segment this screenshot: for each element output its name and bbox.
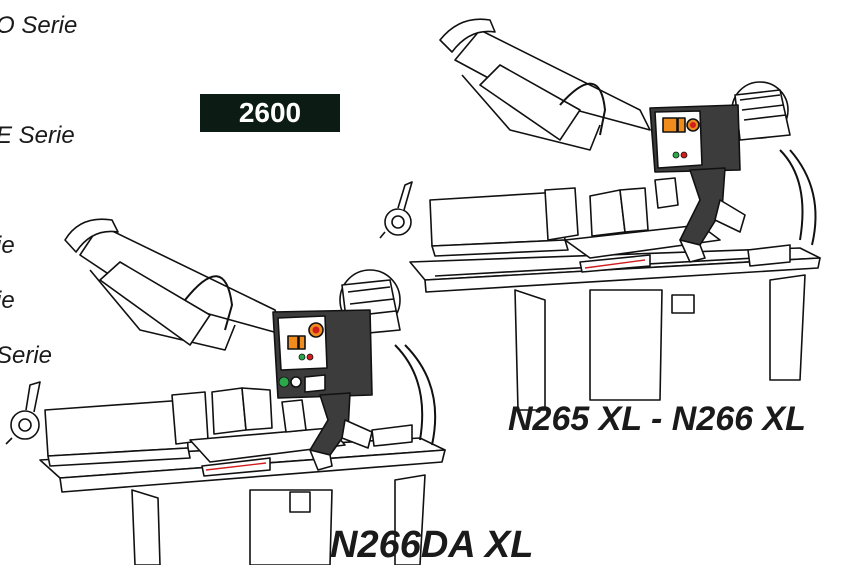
model-label-n266da: N266DA XL	[330, 524, 534, 566]
series-item-e: E Serie	[0, 122, 75, 149]
series-item-4: ie	[0, 287, 15, 314]
series-item-3: ie	[0, 232, 15, 259]
model-label-n265-n266: N265 XL - N266 XL	[508, 400, 806, 438]
model-2600-badge: 2600	[200, 94, 340, 132]
series-item-o: O Serie	[0, 12, 78, 39]
bandsaw-machine-upper	[379, 18, 821, 411]
bandsaw-machine-lower	[5, 218, 446, 565]
series-item-5: Serie	[0, 342, 53, 369]
